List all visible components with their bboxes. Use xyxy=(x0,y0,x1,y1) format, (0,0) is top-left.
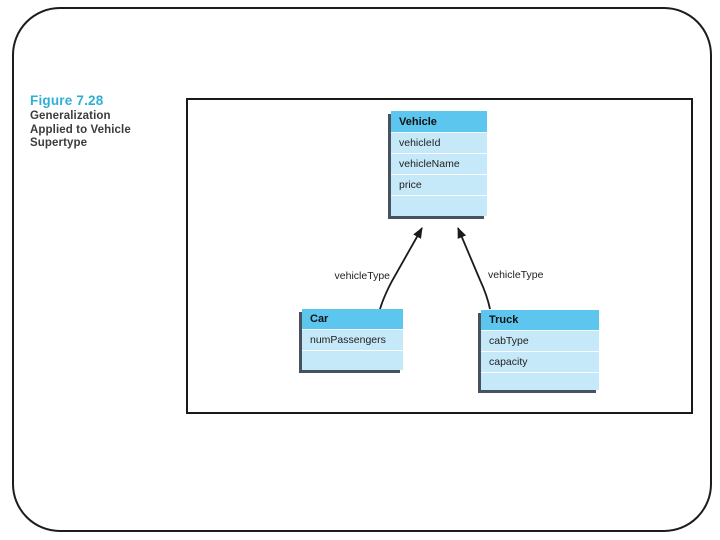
class-title-truck: Truck xyxy=(481,310,599,331)
empty-attribute-row xyxy=(481,373,599,390)
figure-number: Figure 7.28 xyxy=(30,93,104,108)
attribute-row: numPassengers xyxy=(302,330,403,351)
slide-border xyxy=(12,7,712,532)
relationship-label-right: vehicleType xyxy=(488,269,544,281)
class-box-vehicle: Vehicle vehicleId vehicleName price xyxy=(391,111,487,216)
figure-caption-line: Applied to Vehicle xyxy=(30,123,131,136)
attribute-row: vehicleId xyxy=(391,133,487,154)
attribute-row: vehicleName xyxy=(391,154,487,175)
figure-caption-line: Supertype xyxy=(30,137,88,149)
class-box-car: Car numPassengers xyxy=(302,309,403,370)
empty-attribute-row xyxy=(302,351,403,370)
attribute-row: price xyxy=(391,175,487,196)
figure-caption-line: Generalization xyxy=(30,110,111,122)
class-title-car: Car xyxy=(302,309,403,330)
figure-caption: Figure 7.28 Generalization Applied to Ve… xyxy=(30,93,160,151)
class-box-truck: Truck cabType capacity xyxy=(481,310,599,390)
attribute-row: capacity xyxy=(481,352,599,373)
class-title-vehicle: Vehicle xyxy=(391,111,487,133)
empty-attribute-row xyxy=(391,196,487,216)
relationship-label-left: vehicleType xyxy=(334,270,390,282)
attribute-row: cabType xyxy=(481,331,599,352)
